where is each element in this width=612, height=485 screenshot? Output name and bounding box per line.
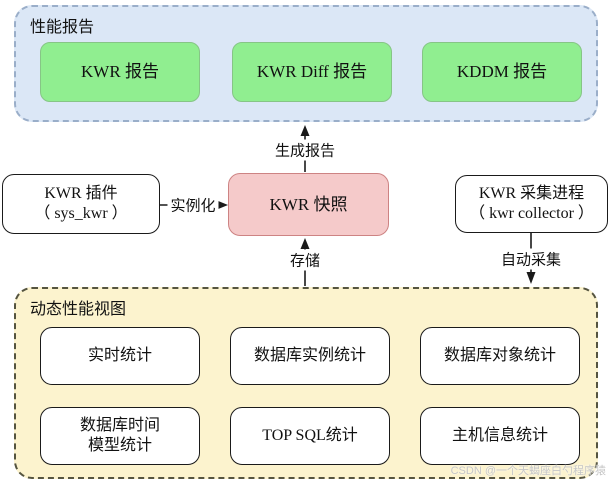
db-time-model-stats-box: 数据库时间 模型统计: [40, 407, 200, 465]
arrowhead-down-auto-collect: [526, 272, 536, 284]
kwr-report-label: KWR 报告: [81, 62, 159, 82]
dynamic-views-group-label: 动态性能视图: [30, 301, 127, 318]
arrow-label-generate-report: 生成报告: [271, 139, 339, 161]
arrow-label-instantiate: 实例化: [167, 194, 219, 216]
top-sql-stats-label: TOP SQL统计: [262, 427, 358, 444]
kwr-collector-box: KWR 采集进程 （ kwr collector ）: [455, 175, 608, 233]
top-sql-stats-box: TOP SQL统计: [230, 407, 390, 465]
kwr-report-box: KWR 报告: [40, 42, 200, 102]
kwr-plugin-name: KWR 插件: [44, 185, 118, 202]
arrow-label-store: 存储: [286, 249, 324, 271]
arrowhead-up-store: [300, 238, 310, 249]
db-object-stats-box: 数据库对象统计: [420, 327, 580, 385]
performance-report-group-label: 性能报告: [30, 19, 95, 36]
kwr-diff-report-box: KWR Diff 报告: [232, 42, 392, 102]
arrowhead-right-instantiate: [217, 200, 228, 210]
arrow-label-auto-collect: 自动采集: [497, 248, 565, 270]
kddm-report-box: KDDM 报告: [422, 42, 582, 102]
db-time-model-stats-label2: 模型统计: [87, 437, 152, 454]
kddm-report-label: KDDM 报告: [456, 62, 548, 82]
dynamic-views-group: 动态性能视图 实时统计 数据库实例统计 数据库对象统计 数据库时间 模型统计 T…: [14, 287, 598, 479]
realtime-stats-label: 实时统计: [87, 347, 152, 364]
kwr-diff-report-label: KWR Diff 报告: [256, 62, 368, 82]
kwr-plugin-box: KWR 插件 （ sys_kwr ）: [2, 174, 160, 234]
csdn-watermark: CSDN @一个天蝎座白勺程序猿: [450, 465, 606, 477]
kwr-snapshot-box: KWR 快照: [228, 173, 389, 236]
kwr-collector-subname: （ kwr collector ）: [469, 205, 594, 222]
arrowhead-up-generate-report: [300, 125, 310, 136]
performance-report-group: 性能报告 KWR 报告 KWR Diff 报告 KDDM 报告: [14, 5, 598, 122]
db-time-model-stats-label: 数据库时间: [79, 417, 160, 434]
realtime-stats-box: 实时统计: [40, 327, 200, 385]
kwr-snapshot-label: KWR 快照: [269, 194, 348, 214]
host-info-stats-label: 主机信息统计: [451, 427, 548, 444]
kwr-collector-name: KWR 采集进程: [478, 185, 585, 202]
db-instance-stats-box: 数据库实例统计: [230, 327, 390, 385]
kwr-plugin-subname: （ sys_kwr ）: [34, 205, 128, 222]
db-instance-stats-label: 数据库实例统计: [253, 347, 366, 364]
host-info-stats-box: 主机信息统计: [420, 407, 580, 465]
db-object-stats-label: 数据库对象统计: [443, 347, 556, 364]
